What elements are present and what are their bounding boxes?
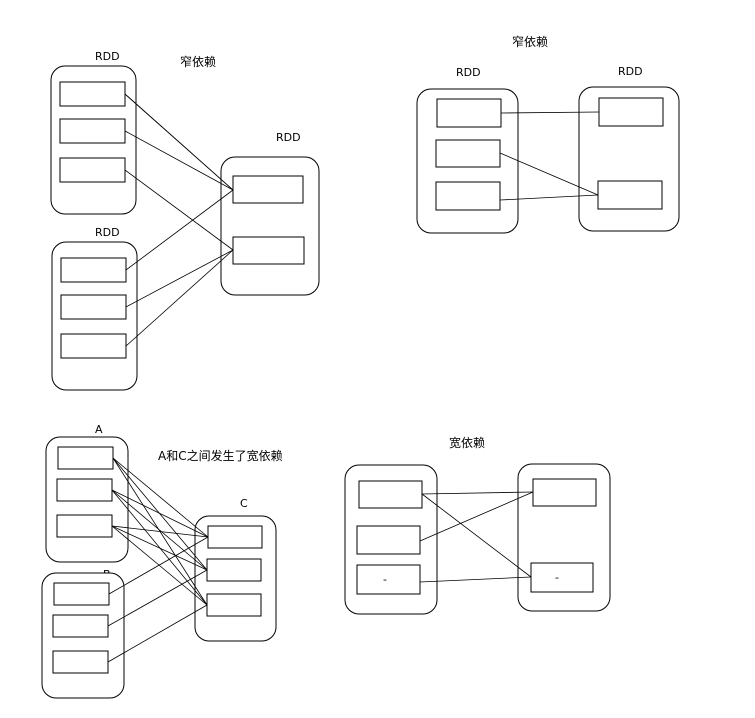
diagram-narrow-map: 窄依赖 RDD RDD bbox=[416, 34, 680, 234]
partition bbox=[356, 525, 421, 555]
rdd-label-top-left: RDD bbox=[95, 50, 120, 63]
rdd-a-label: A bbox=[95, 423, 103, 436]
dependency-line bbox=[500, 111, 600, 114]
dependency-line bbox=[107, 569, 208, 627]
diagram-narrow-union: RDD 窄依赖 RDD RDD bbox=[50, 50, 320, 391]
dependency-line bbox=[111, 525, 208, 571]
partition bbox=[232, 175, 304, 204]
caption-wide-dependency: 宽依赖 bbox=[449, 435, 485, 450]
dependency-line bbox=[124, 93, 234, 191]
dependency-line bbox=[125, 189, 234, 271]
rdd-label-right: RDD bbox=[276, 131, 301, 144]
rdd-label: RDD bbox=[618, 65, 643, 78]
diagram-a-b-c-wide: A A和C之间发生了宽依赖 B C bbox=[41, 423, 283, 699]
partition bbox=[358, 480, 423, 509]
dependency-line bbox=[112, 457, 208, 571]
dependency-line bbox=[419, 576, 532, 583]
dependency-line bbox=[108, 536, 209, 595]
partition bbox=[207, 525, 263, 549]
partition bbox=[206, 558, 262, 582]
partition-mark: - bbox=[555, 571, 559, 584]
rdd-c-label: C bbox=[240, 497, 248, 510]
dependency-line bbox=[499, 194, 599, 201]
dependency-line bbox=[499, 152, 599, 196]
diagram-wide: 宽依赖 - - bbox=[344, 435, 611, 615]
partition bbox=[356, 564, 421, 595]
partition-mark: - bbox=[383, 573, 387, 586]
dependency-line bbox=[111, 489, 208, 571]
partition bbox=[53, 582, 110, 606]
partition bbox=[530, 562, 594, 593]
dependency-line bbox=[421, 491, 534, 495]
dependency-line bbox=[419, 491, 534, 542]
partition bbox=[598, 97, 664, 127]
dependency-line bbox=[111, 525, 208, 606]
partition bbox=[59, 118, 126, 144]
partition bbox=[57, 446, 114, 470]
rdd-label: RDD bbox=[456, 66, 481, 79]
caption-narrow-dependency-1: 窄依赖 bbox=[180, 54, 216, 69]
partition bbox=[52, 614, 109, 638]
dependency-line bbox=[107, 604, 208, 663]
dependency-line bbox=[112, 457, 209, 538]
dependency-line bbox=[125, 249, 234, 308]
partition bbox=[60, 257, 127, 283]
partition bbox=[56, 514, 113, 538]
dependency-line bbox=[111, 489, 208, 606]
partition bbox=[206, 593, 262, 617]
dependency-line bbox=[124, 169, 234, 251]
partition bbox=[52, 650, 109, 674]
rdd-label-bottom-left: RDD bbox=[95, 226, 120, 239]
partition bbox=[436, 98, 502, 128]
dependency-line bbox=[111, 525, 209, 538]
partition bbox=[60, 333, 127, 359]
dependency-line bbox=[125, 249, 234, 347]
partition bbox=[532, 478, 597, 507]
caption-narrow-dependency-2: 窄依赖 bbox=[512, 34, 548, 49]
partition bbox=[232, 236, 305, 265]
partition bbox=[597, 180, 663, 210]
caption-a-c-wide-dependency: A和C之间发生了宽依赖 bbox=[158, 448, 283, 463]
dependency-line bbox=[111, 489, 209, 538]
partition bbox=[59, 81, 126, 107]
partition bbox=[435, 181, 501, 211]
partition bbox=[60, 294, 127, 320]
partition bbox=[435, 139, 501, 168]
dependency-line bbox=[124, 130, 234, 191]
dependency-line bbox=[421, 493, 532, 578]
partition bbox=[59, 157, 126, 183]
partition bbox=[56, 478, 113, 502]
